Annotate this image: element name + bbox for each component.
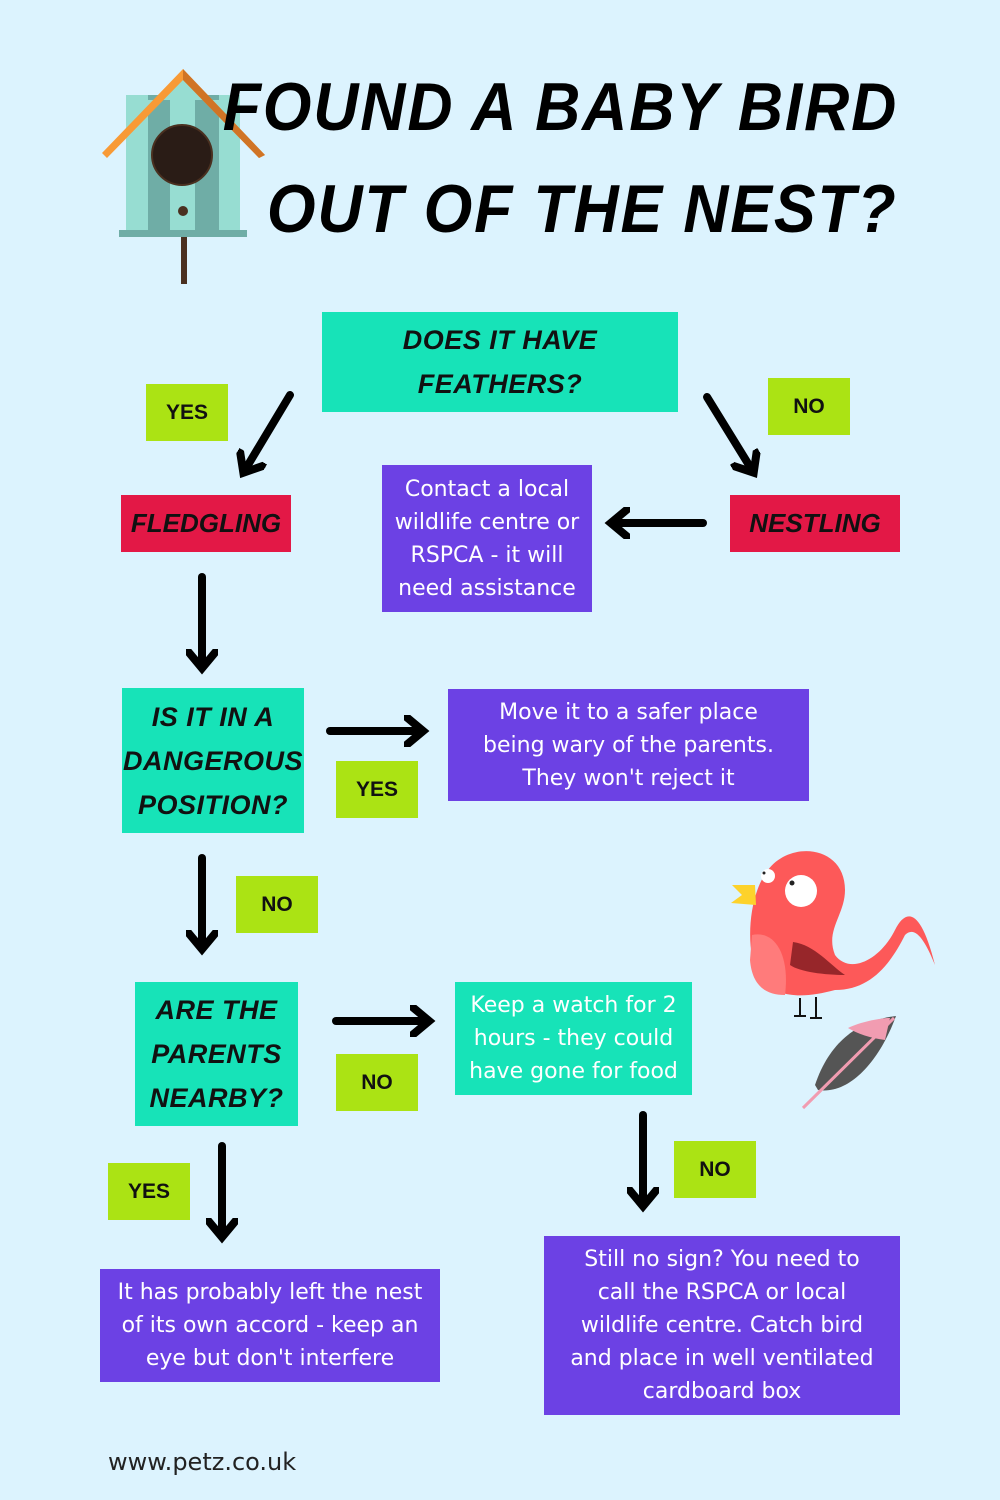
feathers-question: Does it have feathers? — [322, 312, 678, 412]
arrow-yes-fledgling — [245, 391, 294, 470]
left-nest-answer: It has probably left the nest of its own… — [100, 1269, 440, 1382]
title-line-2: out of the nest? — [267, 171, 898, 247]
watch-answer: Keep a watch for 2 hours - they could ha… — [455, 982, 692, 1095]
contact-answer: Contact a local wildlife centre or RSPCA… — [382, 465, 592, 612]
parents-question: Are the parents nearby? — [135, 982, 298, 1126]
label-yes: YES — [336, 761, 418, 818]
title-line-1: Found a baby bird — [222, 69, 898, 145]
arrow-no-nestling — [703, 393, 752, 470]
website-footer[interactable]: www.petz.co.uk — [108, 1448, 297, 1476]
label-yes: YES — [146, 384, 228, 441]
nestling-node: NESTLING — [730, 495, 900, 552]
label-no: NO — [674, 1141, 756, 1198]
label-no: NO — [336, 1054, 418, 1111]
move-answer: Move it to a safer place being wary of t… — [448, 689, 809, 801]
label-yes: YES — [108, 1163, 190, 1220]
label-no: NO — [768, 378, 850, 435]
label-no: NO — [236, 876, 318, 933]
still-no-sign-answer: Still no sign? You need to call the RSPC… — [544, 1236, 900, 1415]
danger-question: Is it in a dangerous position? — [122, 688, 304, 833]
fledgling-node: FLEDGLING — [121, 495, 291, 552]
